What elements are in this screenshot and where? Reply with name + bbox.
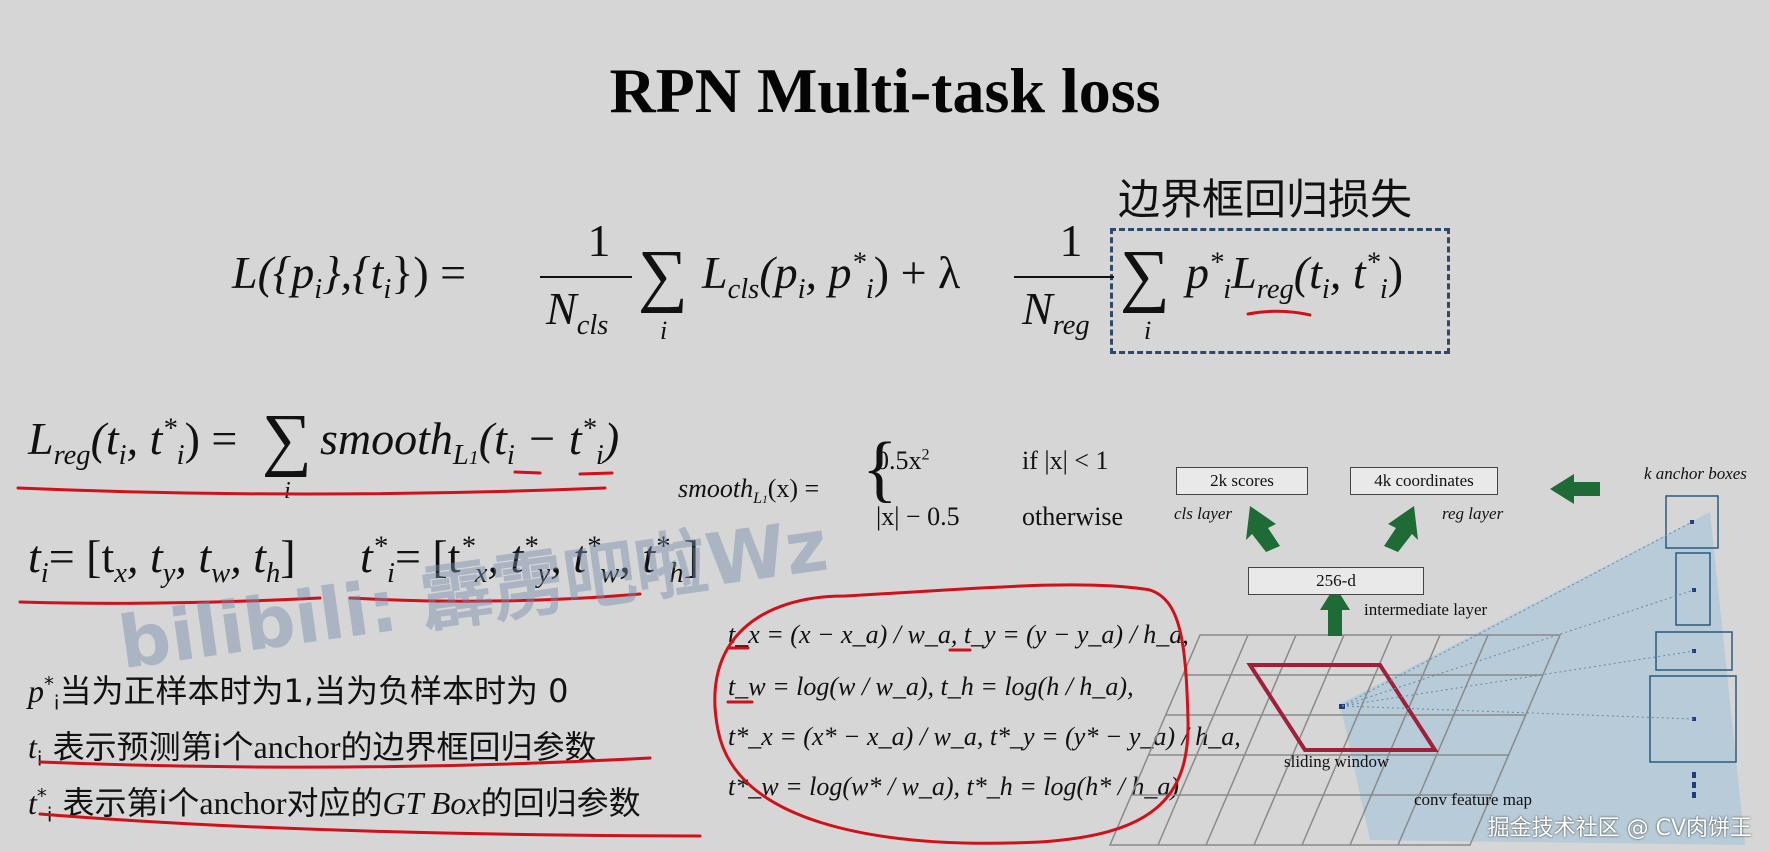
sum2-symbol: ∑ xyxy=(1120,237,1170,314)
conv-feature-map-label: conv feature map xyxy=(1414,790,1532,809)
frac2-denominator: Nreg xyxy=(1022,283,1090,342)
intermediate-layer-label: intermediate layer xyxy=(1364,600,1488,619)
smooth-case2-cond: otherwise xyxy=(1022,502,1124,531)
param-formula-2: t_w = log(w / w_a), t_h = log(h / h_a), xyxy=(728,672,1134,701)
anchor-boxes-label: k anchor boxes xyxy=(1644,464,1747,483)
t-star-vector: t*i= [t*x, t*y, t*w, t*h] xyxy=(360,531,699,590)
lreg-sum-symbol: ∑ xyxy=(262,401,312,478)
sum2-sub: i xyxy=(1144,316,1152,345)
lreg-definition-lhs: Lreg(ti, t*i) = xyxy=(28,413,238,472)
param-formula-3: t*_x = (x* − x_a) / w_a, t*_y = (y* − y_… xyxy=(728,722,1241,751)
frac2-numerator: 1 xyxy=(1059,215,1083,266)
cls-layer-label: cls layer xyxy=(1174,504,1233,523)
smooth-case1-expr: 0.5x2 xyxy=(876,446,930,475)
param-formula-1: t_x = (x − x_a) / w_a, t_y = (y − y_a) /… xyxy=(728,620,1189,649)
green-arrows xyxy=(1246,474,1600,636)
smooth-case2-expr: |x| − 0.5 xyxy=(876,502,960,531)
red-annotations xyxy=(16,309,1312,845)
desc-t: ti 表示预测第i个anchor的边界框回归参数 xyxy=(28,728,597,771)
frac2-bar xyxy=(1014,276,1114,278)
frac1-denominator: Ncls xyxy=(546,283,609,342)
feature-map-grid xyxy=(1108,634,1562,846)
sum1-symbol: ∑ xyxy=(638,237,688,314)
t-vector: ti= [tx, ty, tw, th] xyxy=(28,531,296,590)
desc-p-star: p*i当为正样本时为1,当为负样本时为 0 xyxy=(28,672,569,715)
reg-layer-label: reg layer xyxy=(1442,504,1504,523)
sum1-sub: i xyxy=(660,316,668,345)
intermediate-box: 256-d xyxy=(1248,567,1424,595)
sliding-window-box xyxy=(1246,663,1439,752)
main-formula-lhs: L({pi},{ti}) = xyxy=(232,247,467,306)
projection-lines xyxy=(1341,521,1695,720)
bbox-regression-label: 边界框回归损失 xyxy=(1118,175,1413,224)
smooth-def-lhs: smoothL1(x) = xyxy=(678,474,820,508)
frac1-bar xyxy=(540,276,632,278)
param-formula-4: t*_w = log(w* / w_a), t*_h = log(h* / h_… xyxy=(728,772,1180,801)
projection-beam xyxy=(1340,512,1745,845)
lreg-smooth-term: smoothL1(ti − t*i) xyxy=(320,413,620,472)
frac1-numerator: 1 xyxy=(587,215,611,266)
smooth-def-brace: { xyxy=(862,428,898,510)
scores-box: 2k scores xyxy=(1176,467,1308,495)
slide-title: RPN Multi-task loss xyxy=(609,55,1161,126)
sliding-window-label: sliding window xyxy=(1284,752,1390,771)
regression-term-highlight-box xyxy=(1110,228,1450,354)
credit-text: 掘金技术社区 @ CV肉饼王 xyxy=(1487,816,1752,841)
coordinates-box: 4k coordinates xyxy=(1350,467,1498,495)
smooth-case1-cond: if |x| < 1 xyxy=(1022,446,1109,475)
anchor-boxes xyxy=(1649,495,1737,763)
desc-t-star: t*i 表示第i个anchor对应的GT Box的回归参数 xyxy=(28,784,641,827)
lcls-term: Lcls(pi, p*i) + λ xyxy=(702,247,961,306)
lreg-term: p*iLreg(ti, t*i) xyxy=(1186,247,1404,306)
lreg-sum-sub: i xyxy=(284,478,291,504)
